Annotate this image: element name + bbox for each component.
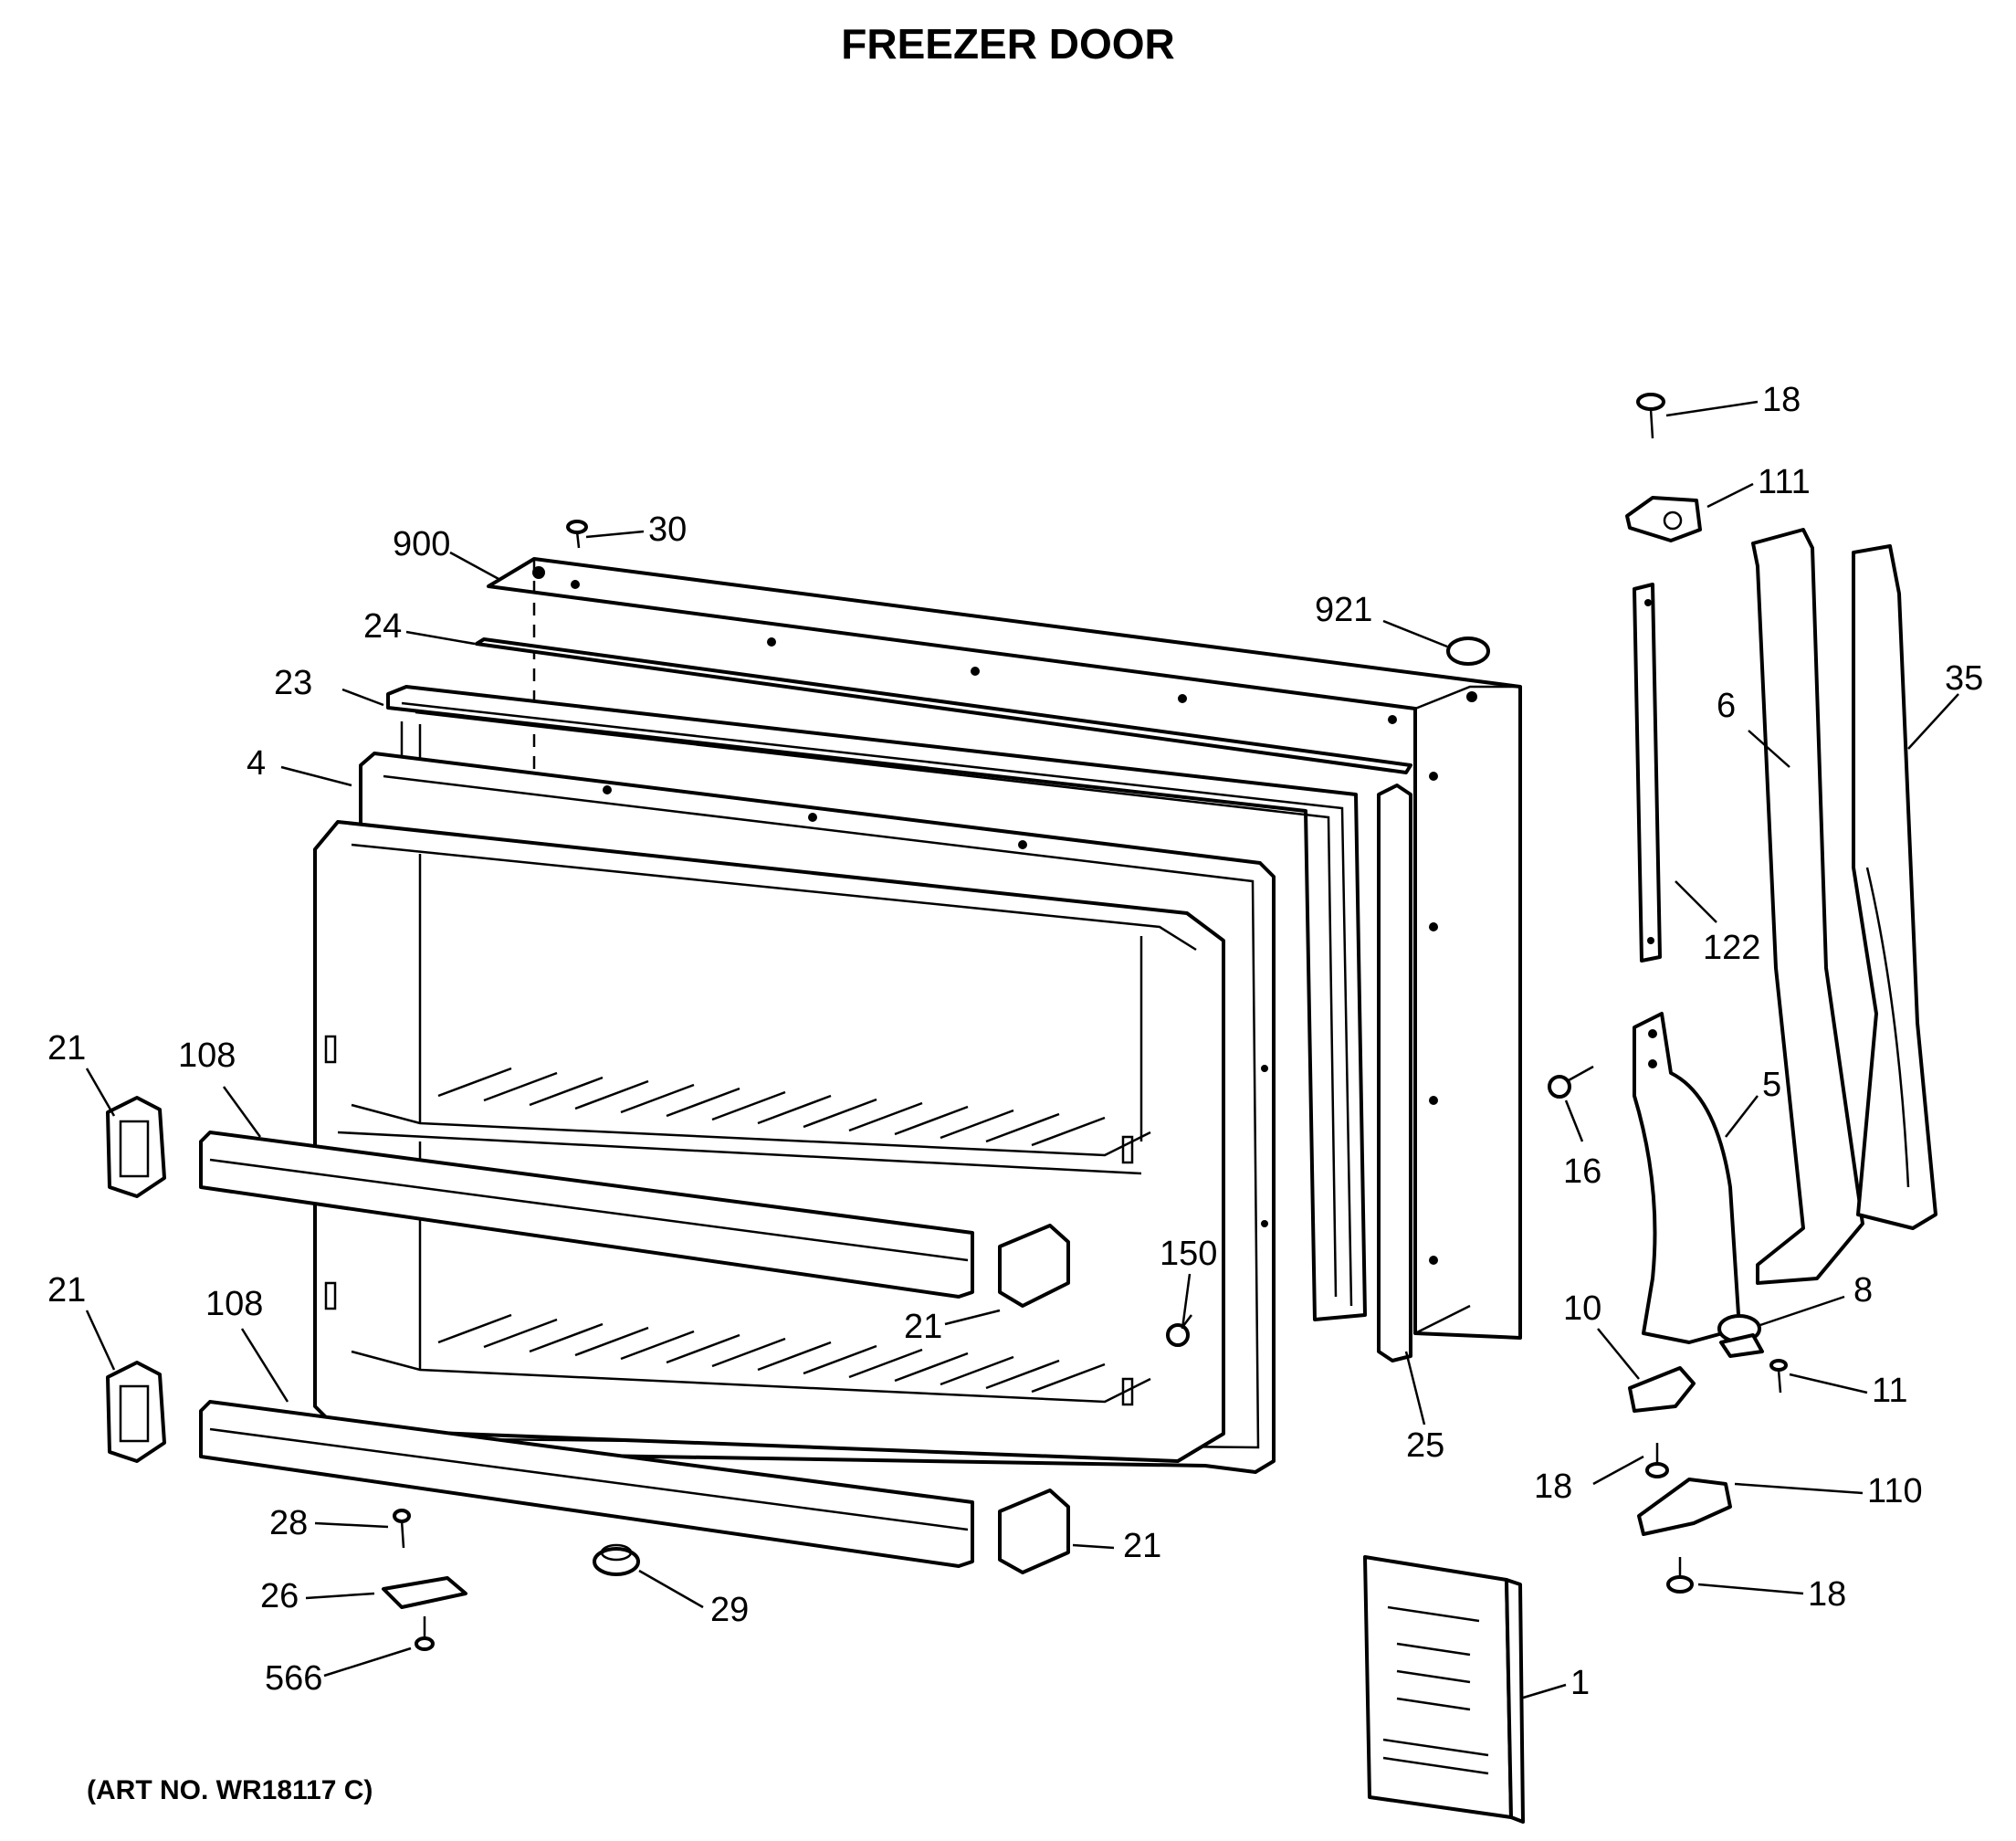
art-number: (ART NO. WR18117 C) (87, 1775, 373, 1805)
screw-16 (1548, 1065, 1594, 1099)
screw-11 (1769, 1359, 1788, 1394)
shelf-bar-upper (199, 1131, 974, 1299)
handle-bracket-5 (1633, 1012, 1741, 1344)
callout-10: 10 (1563, 1289, 1601, 1328)
callout-108-lower: 108 (205, 1285, 263, 1323)
shelf-end-cap-lower-left (106, 1361, 166, 1463)
callout-21-mid: 21 (904, 1308, 942, 1346)
callout-25: 25 (1406, 1426, 1444, 1465)
trim-strip (475, 637, 1412, 774)
callout-921: 921 (1315, 591, 1372, 629)
shelf-end-cap-lower-right (998, 1489, 1070, 1574)
callout-11: 11 (1872, 1372, 1907, 1410)
callout-29: 29 (710, 1591, 749, 1629)
callout-5: 5 (1762, 1066, 1781, 1104)
shelf-end-cap-upper-left (106, 1096, 166, 1198)
hinge-bar-122 (1633, 583, 1662, 963)
callout-18-top: 18 (1762, 381, 1801, 419)
screw-150 (1166, 1314, 1192, 1347)
outer-door-panel (487, 557, 1522, 1340)
hinge-strap-6 (1751, 528, 1864, 1285)
callout-18-bot: 18 (1808, 1575, 1846, 1614)
screw-30 (566, 520, 588, 549)
callout-28: 28 (269, 1504, 308, 1542)
callout-21-lower-right: 21 (1123, 1527, 1161, 1565)
callout-21-lower-left: 21 (47, 1271, 86, 1310)
door-gasket (386, 685, 1367, 1321)
hinge-110 (1637, 1478, 1732, 1536)
callout-4: 4 (247, 744, 266, 783)
callout-122: 122 (1703, 929, 1760, 967)
screw-566 (415, 1616, 435, 1651)
callout-21-upper-left: 21 (47, 1029, 86, 1068)
shelf-bar-lower (199, 1400, 974, 1568)
plug-29 (593, 1543, 640, 1576)
shim-8 (1717, 1314, 1764, 1358)
callout-16: 16 (1563, 1152, 1601, 1191)
hinge-cap-111 (1625, 496, 1702, 542)
callout-1: 1 (1570, 1664, 1590, 1702)
callout-35: 35 (1945, 659, 1983, 698)
callout-26: 26 (260, 1577, 299, 1615)
callout-111: 111 (1758, 463, 1811, 501)
door-plug (1446, 636, 1490, 666)
screw-28 (393, 1509, 411, 1549)
owners-manual-1 (1363, 1555, 1525, 1824)
callout-150: 150 (1160, 1235, 1217, 1273)
hinge-plate-10 (1628, 1366, 1696, 1413)
callout-30: 30 (648, 510, 687, 549)
callout-24: 24 (363, 607, 402, 646)
door-liner (313, 820, 1225, 1463)
screw-18-bot (1666, 1557, 1694, 1594)
diagram-title: FREEZER DOOR (841, 20, 1174, 68)
callout-18-mid: 18 (1534, 1468, 1572, 1506)
callout-900: 900 (393, 525, 450, 563)
callout-6: 6 (1717, 687, 1736, 725)
callout-108-upper: 108 (178, 1036, 236, 1075)
bracket-26 (382, 1576, 467, 1609)
callout-labels: 18 111 30 900 921 24 35 23 6 4 122 21 10… (47, 381, 1983, 1702)
screw-18-mid (1645, 1443, 1669, 1478)
leader-lines (85, 400, 1959, 1700)
door-trim-35 (1852, 544, 1937, 1230)
door-seal-strip (1377, 784, 1412, 1362)
callout-23: 23 (274, 664, 312, 702)
screw-18-top (1636, 393, 1665, 439)
callout-566: 566 (265, 1659, 322, 1698)
callout-110: 110 (1867, 1472, 1923, 1510)
callout-8: 8 (1853, 1271, 1873, 1310)
shelf-end-cap-upper-right (998, 1224, 1070, 1308)
